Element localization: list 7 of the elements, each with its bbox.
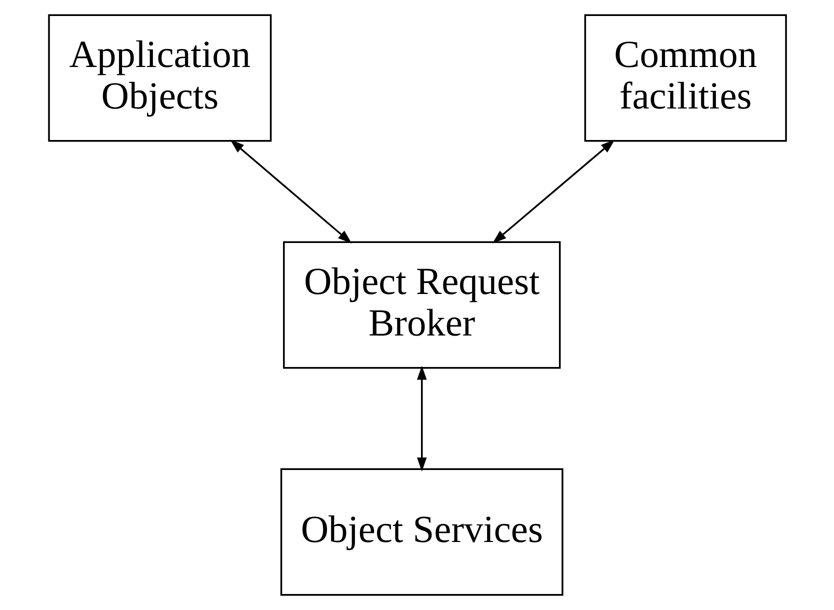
arrow <box>416 366 426 472</box>
arrow <box>492 140 614 244</box>
node-box: Common facilities <box>584 14 786 142</box>
node-box: Application Objects <box>48 14 272 142</box>
node-box: Object Request Broker <box>282 241 560 369</box>
arrow <box>230 140 352 244</box>
node-box: Object Services <box>280 468 563 596</box>
